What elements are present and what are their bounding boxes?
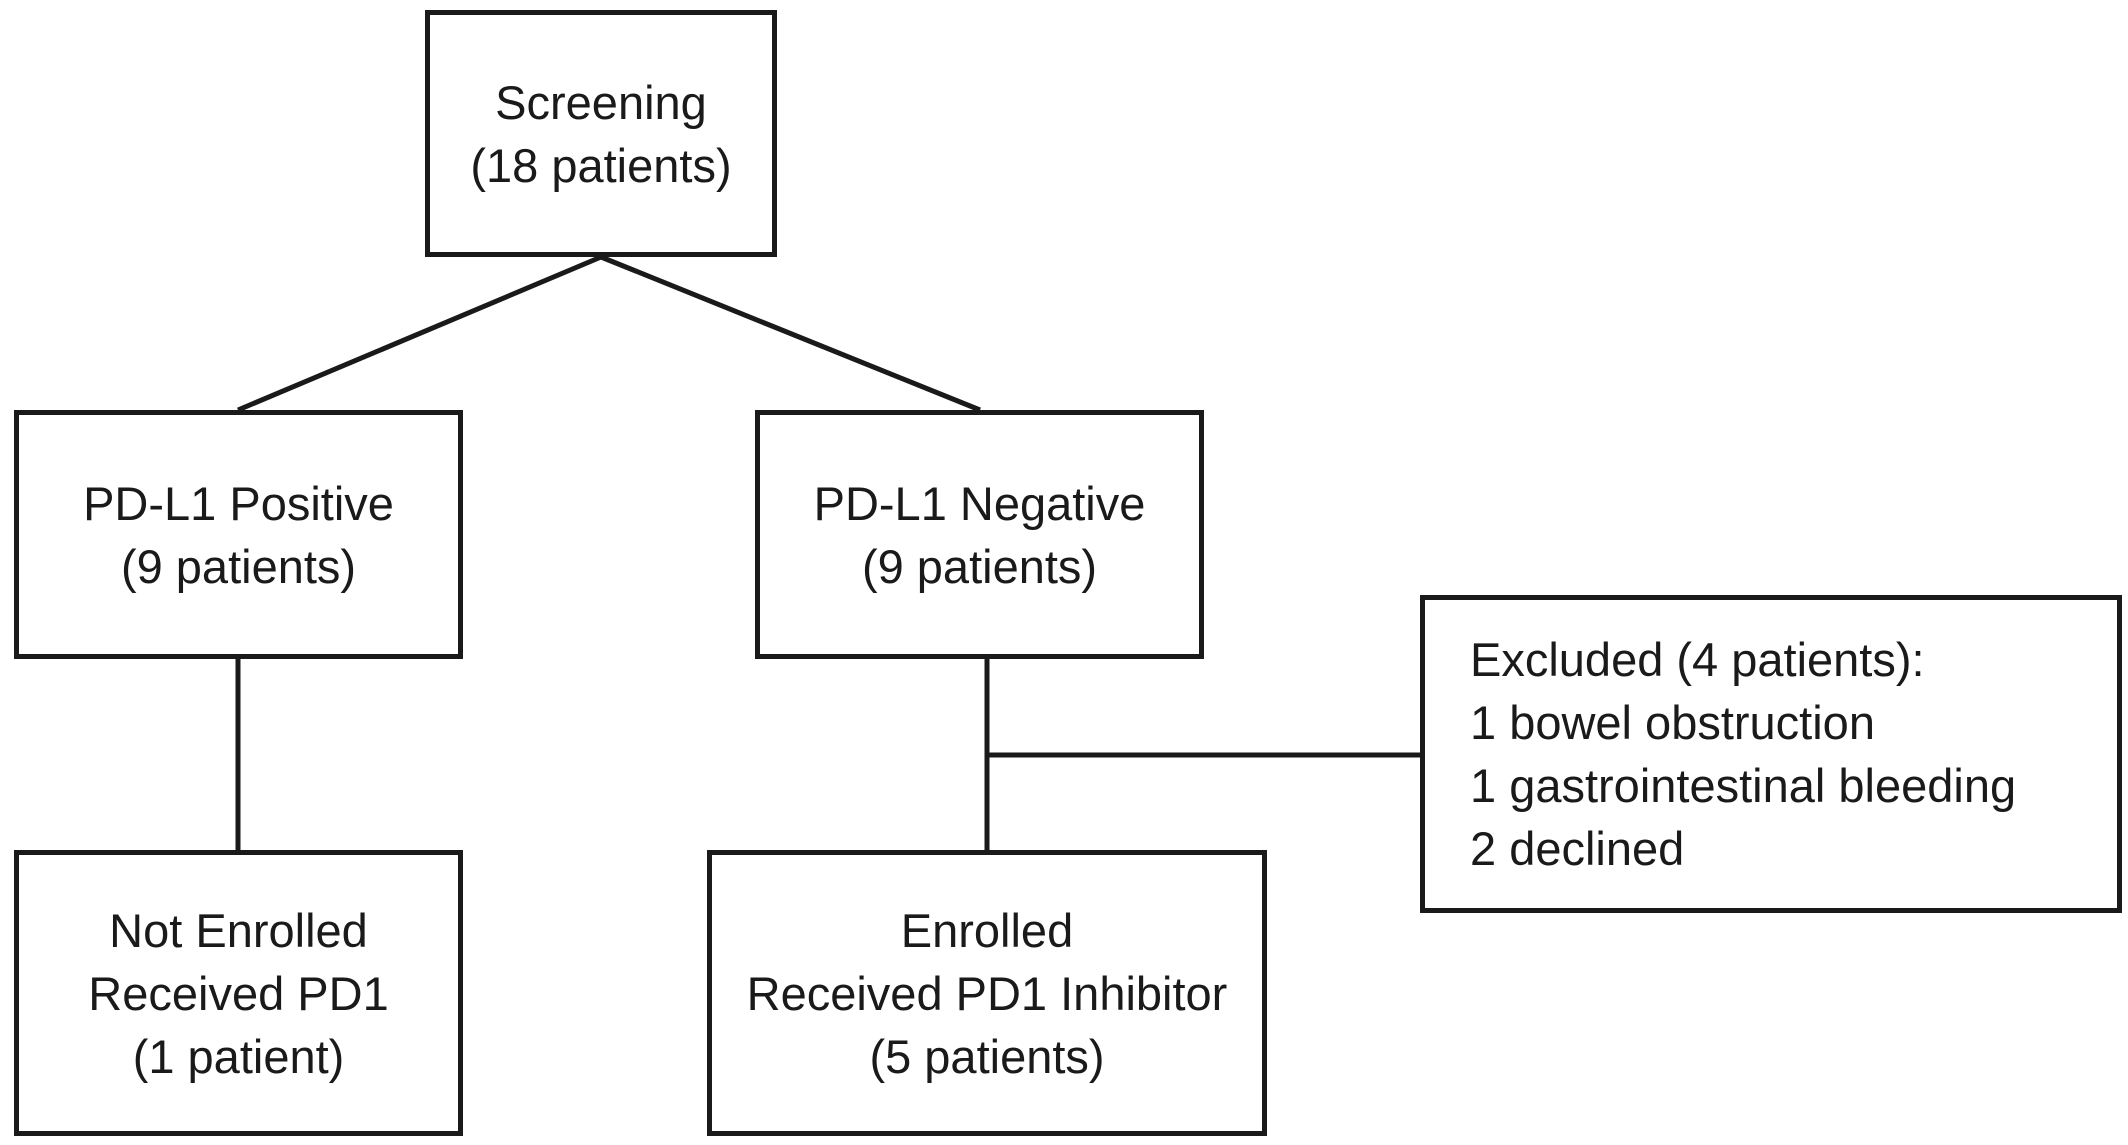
not-enrolled-count: (1 patient) xyxy=(132,1029,345,1083)
excluded-box: Excluded (4 patients): 1 bowel obstructi… xyxy=(1420,595,2122,913)
excluded-reason-declined: 2 declined xyxy=(1470,822,1685,875)
connector-screening-to-positive xyxy=(237,254,602,413)
pdl1-positive-title: PD-L1 Positive xyxy=(83,476,394,530)
excluded-title: Excluded (4 patients): xyxy=(1470,633,1925,686)
not-enrolled-title: Not Enrolled xyxy=(109,903,368,957)
connector-screening-to-negative xyxy=(600,254,981,413)
enrolled-count: (5 patients) xyxy=(869,1029,1105,1083)
enrolled-box: Enrolled Received PD1 Inhibitor (5 patie… xyxy=(707,850,1267,1136)
enrolled-treatment: Received PD1 Inhibitor xyxy=(746,966,1228,1020)
pdl1-negative-count: (9 patients) xyxy=(861,539,1098,593)
pdl1-positive-count: (9 patients) xyxy=(120,539,357,593)
excluded-reason-gi-bleeding: 1 gastrointestinal bleeding xyxy=(1470,759,2017,812)
not-enrolled-treatment: Received PD1 xyxy=(88,966,389,1020)
screening-count: (18 patients) xyxy=(470,138,732,192)
excluded-reason-bowel-obstruction: 1 bowel obstruction xyxy=(1470,696,1875,749)
pdl1-negative-title: PD-L1 Negative xyxy=(813,476,1146,530)
pdl1-positive-box: PD-L1 Positive (9 patients) xyxy=(14,410,463,659)
not-enrolled-box: Not Enrolled Received PD1 (1 patient) xyxy=(14,850,463,1136)
screening-title: Screening xyxy=(495,75,707,129)
screening-box: Screening (18 patients) xyxy=(425,10,777,257)
pdl1-negative-box: PD-L1 Negative (9 patients) xyxy=(755,410,1204,659)
enrolled-title: Enrolled xyxy=(900,903,1074,957)
